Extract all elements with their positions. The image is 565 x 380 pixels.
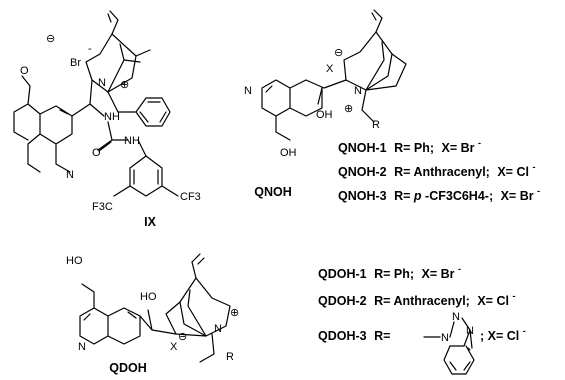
qnoh-atom-oh: OH: [316, 109, 333, 121]
ix-label: IX: [144, 215, 156, 229]
qnoh-atom-r: R: [372, 119, 380, 131]
ix-minus-charge: ⊖: [46, 33, 55, 45]
structure-qdoh: N ⊕ X ⊖ HO HO N R QDOH QDOH-1 R= Ph; X= …: [66, 253, 526, 375]
qdoh-minus-charge: ⊖: [178, 331, 187, 343]
benzotriazole-n2: N: [452, 311, 460, 323]
ix-atom-ome-o: O: [20, 65, 29, 77]
qdoh-atom-n-plus: N: [214, 323, 222, 335]
qnoh-variant-3: QNOH-3 R= p -CF3C6H4-; X= Br -: [338, 186, 540, 203]
qdoh-atom-ho: HO: [66, 255, 83, 267]
qdoh-atom-r: R: [226, 351, 234, 363]
qdoh-plus-charge: ⊕: [230, 307, 239, 319]
structure-qnoh: N ⊕ X ⊖ OH N R OH QNOH QNOH-1 R= Ph; X= …: [244, 9, 540, 203]
qdoh-atom-n-ring: N: [78, 341, 86, 353]
qnoh-variant-1: QNOH-1 R= Ph; X= Br -: [338, 138, 481, 155]
qdoh-atom-ho2: HO: [140, 291, 157, 303]
ix-atom-n-ring: N: [66, 169, 74, 181]
qdoh-variant-3-x: ; X= Cl -: [480, 326, 526, 343]
qnoh-plus-charge: ⊕: [344, 103, 353, 115]
ix-cf3-left: F3C: [92, 201, 113, 213]
ix-atom-n-plus: N: [98, 77, 106, 89]
qnoh-variant-2: QNOH-2 R= Anthracenyl; X= Cl -: [338, 162, 535, 179]
qdoh-variant-3: QDOH-3 R=: [318, 329, 390, 343]
ix-br-sup: -: [88, 43, 92, 55]
qnoh-atom-n-ring: N: [244, 85, 252, 97]
qnoh-atom-n-plus: N: [354, 85, 362, 97]
qnoh-atom-oh-ring: OH: [280, 147, 297, 159]
qdoh-atom-x: X: [170, 341, 178, 353]
qdoh-variant-1: QDOH-1 R= Ph; X= Br -: [318, 264, 461, 281]
ix-atom-nh1: NH: [104, 111, 120, 123]
benzotriazole-n3: N: [466, 325, 474, 337]
benzotriazole-n1: N: [441, 332, 449, 344]
benzotriazole-substituent: N N N: [423, 311, 475, 375]
ix-cf3-right: CF3: [180, 191, 201, 203]
ix-atom-nh2: NH: [124, 135, 140, 147]
qnoh-atom-x: X: [326, 63, 334, 75]
ix-atom-br: Br: [70, 57, 81, 69]
ix-atom-o: O: [92, 147, 101, 159]
qnoh-minus-charge: ⊖: [334, 47, 343, 59]
qnoh-label: QNOH: [254, 185, 292, 199]
ix-plus-charge: ⊕: [120, 79, 129, 91]
qdoh-variant-2: QDOH-2 R= Anthracenyl; X= Cl -: [318, 291, 515, 308]
structure-ix: N ⊕ Br - ⊖ NH NH O O N CF3 F3C IX: [13, 10, 201, 229]
qdoh-label: QDOH: [109, 361, 147, 375]
